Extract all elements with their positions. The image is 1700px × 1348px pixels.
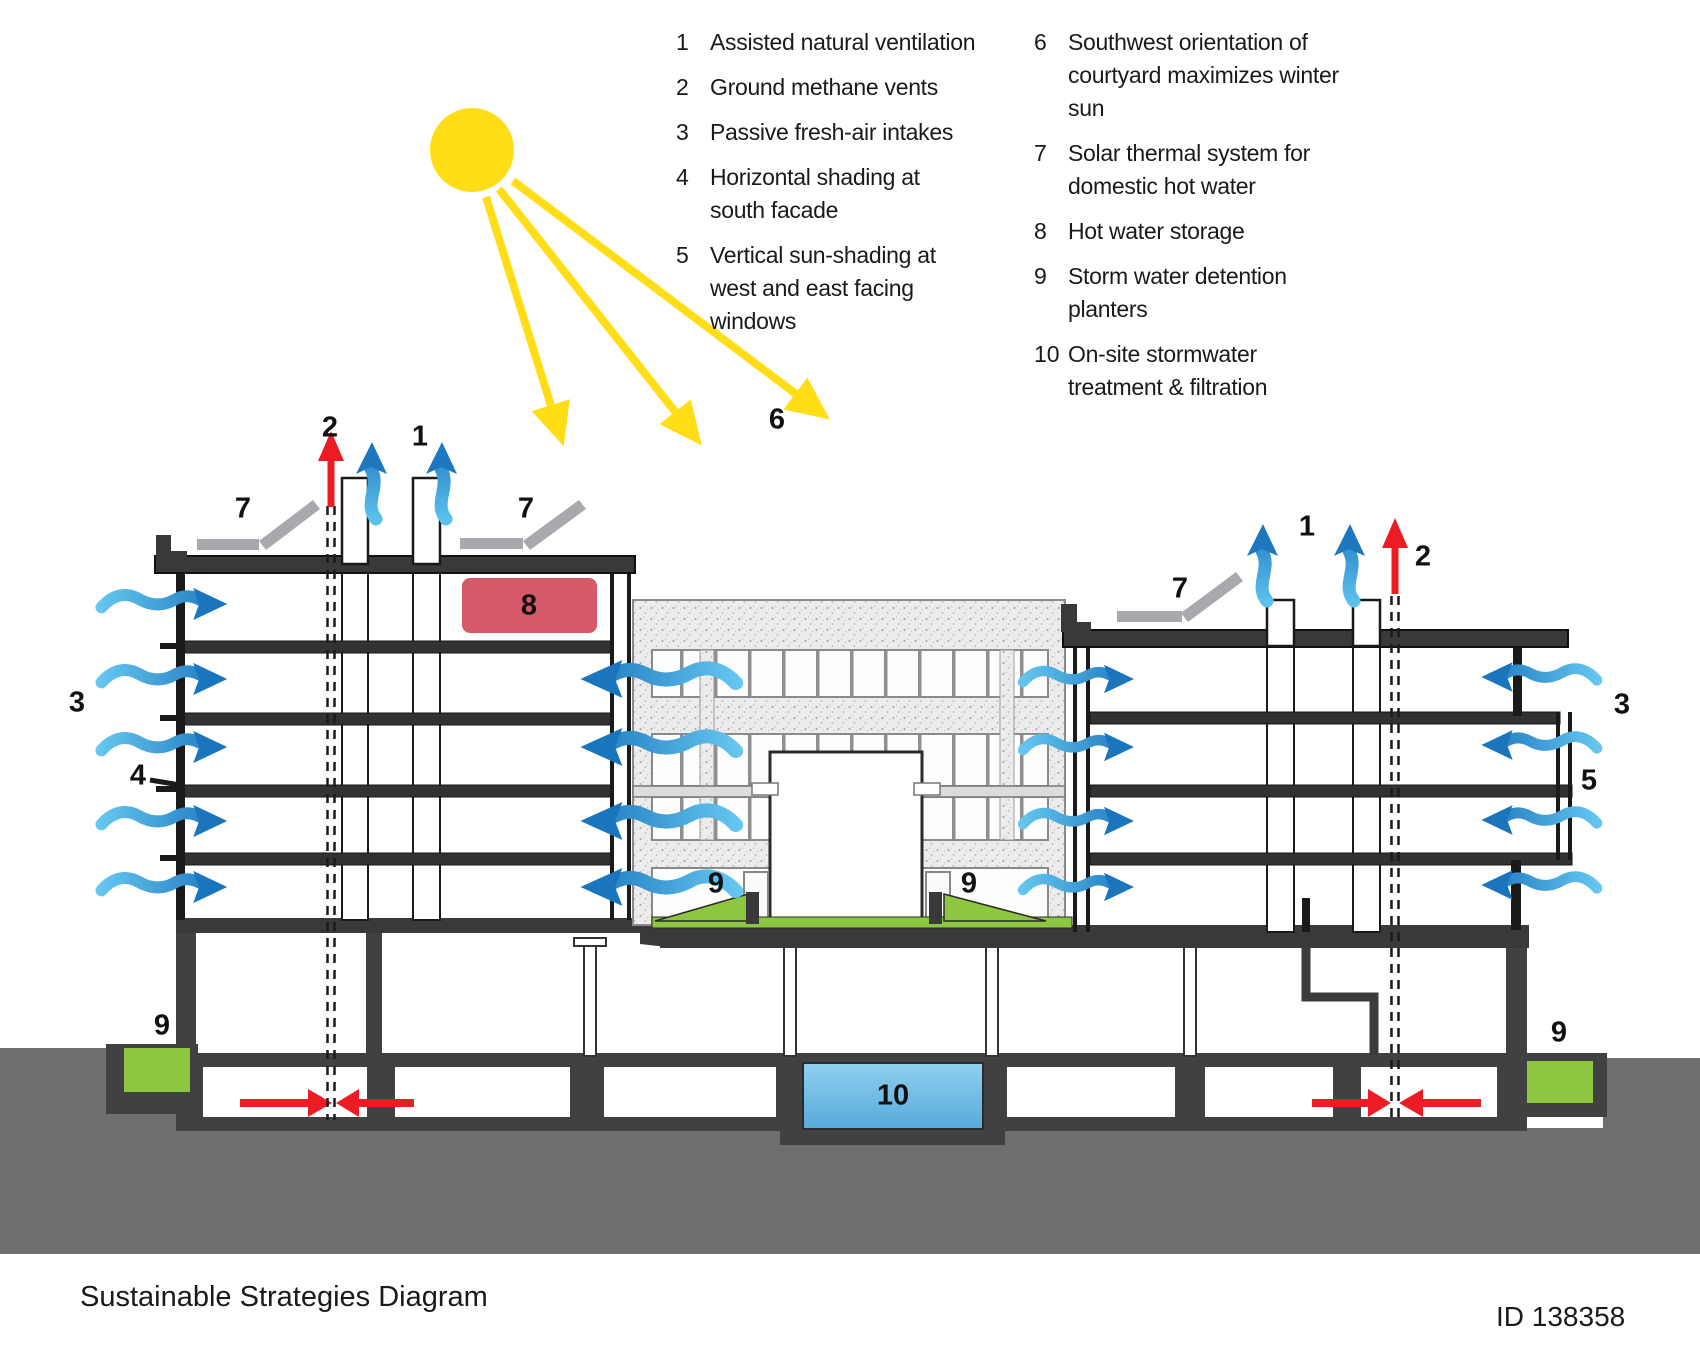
legend-text: Solar thermal system for domestic hot wa…	[1068, 140, 1311, 199]
legend-num: 1	[676, 29, 689, 55]
callout-planter-street-left: 9	[153, 1009, 171, 1042]
air-arrow	[1481, 805, 1596, 835]
legend-text: On-site stormwater treatment & filtratio…	[1068, 341, 1268, 400]
legend-num: 3	[676, 119, 689, 145]
legend-item: 10 On-site stormwater treatment & filtrat…	[1034, 338, 1394, 404]
exhaust-arrow	[1247, 524, 1278, 601]
left-building	[154, 476, 636, 921]
stormwater-tank	[802, 1062, 984, 1130]
vent-stack	[1265, 598, 1296, 648]
methane-riser-dashed-lines	[326, 506, 1400, 1120]
callout-fresh-air-left: 3	[68, 686, 86, 719]
stormwater-planters	[106, 892, 1607, 1117]
courtyard-opening	[768, 750, 924, 925]
sun-rays	[482, 177, 830, 447]
methane-flow-arrows	[240, 1089, 1481, 1117]
callout-hot-water-storage: 8	[520, 589, 538, 622]
roof-slab	[154, 555, 636, 574]
legend-item: 2 Ground methane vents	[676, 71, 1038, 104]
basement-columns	[573, 937, 1207, 1057]
legend-item: 5 Vertical sun-shading at west and east f…	[676, 239, 1038, 338]
legend-num: 9	[1034, 263, 1047, 289]
legend-num: 10	[1034, 341, 1060, 367]
legend-column-2: 6 Southwest orientation of courtyard maxi…	[1034, 26, 1394, 416]
hot-water-storage-box	[462, 578, 597, 633]
callout-planter-street-right: 9	[1550, 1016, 1568, 1049]
callout-vertical-shading: 5	[1580, 764, 1598, 797]
callout-planter-court-left: 9	[707, 867, 725, 900]
vent-stack	[1351, 598, 1382, 648]
callout-ventilation-right: 1	[1298, 510, 1316, 543]
legend-text: Horizontal shading at south facade	[710, 164, 920, 223]
legend-num: 8	[1034, 218, 1047, 244]
legend-item: 7 Solar thermal system for domestic hot w…	[1034, 137, 1394, 203]
legend-column-1: 1 Assisted natural ventilation 2 Ground me…	[676, 26, 1038, 350]
floor-slabs	[1089, 711, 1573, 866]
legend-item: 8 Hot water storage	[1034, 215, 1394, 248]
legend-num: 4	[676, 164, 689, 190]
legend-num: 5	[676, 242, 689, 268]
vent-shaft	[412, 559, 441, 921]
label-4-tick	[149, 777, 181, 788]
callout-orientation: 6	[768, 403, 786, 436]
street-planter	[124, 1048, 190, 1092]
callout-planter-court-right: 9	[960, 867, 978, 900]
vent-stack	[340, 476, 370, 566]
basement-step-wall	[1301, 932, 1379, 1055]
id-tag: ID 138358	[1496, 1301, 1626, 1332]
callout-solar-left-a: 7	[234, 492, 252, 525]
callout-methane-right: 2	[1414, 540, 1432, 573]
air-arrow	[101, 731, 227, 763]
legend-text: Assisted natural ventilation	[710, 29, 976, 55]
air-arrow	[1481, 730, 1596, 760]
right-building	[1061, 598, 1573, 933]
vent-stack	[411, 476, 442, 566]
legend-item: 6 Southwest orientation of courtyard maxi…	[1034, 26, 1394, 125]
legend-num: 2	[676, 74, 689, 100]
callout-solar-right: 7	[1171, 572, 1189, 605]
legend-item: 1 Assisted natural ventilation	[676, 26, 1038, 59]
callout-methane-left: 2	[321, 411, 339, 444]
air-arrow	[101, 588, 227, 620]
shading-fins	[156, 643, 184, 861]
solar-thermal-panels	[197, 500, 1243, 622]
legend-text: Ground methane vents	[710, 74, 938, 100]
sun-icon	[430, 108, 830, 447]
callout-ventilation-left: 1	[411, 420, 429, 453]
floor-slabs	[183, 640, 613, 866]
roof-slab	[1062, 629, 1569, 648]
callout-fresh-air-right: 3	[1613, 688, 1631, 721]
legend-text: Hot water storage	[1068, 218, 1245, 244]
callout-solar-left-b: 7	[517, 492, 535, 525]
air-arrow	[1481, 662, 1596, 692]
ground	[0, 1048, 1700, 1254]
legend-item: 9 Storm water detention planters	[1034, 260, 1394, 326]
lower-basement	[176, 1053, 1527, 1145]
callout-treatment: 10	[876, 1079, 910, 1112]
top-floor-east-wall	[1513, 646, 1522, 716]
legend-item: 3 Passive fresh-air intakes	[676, 116, 1038, 149]
legend-text: Storm water detention planters	[1068, 263, 1287, 322]
street-planter	[1527, 1061, 1593, 1103]
legend-num: 6	[1034, 29, 1047, 55]
vent-shaft	[341, 559, 369, 921]
air-arrow	[101, 805, 227, 837]
diagram-title: Sustainable Strategies Diagram	[80, 1281, 488, 1313]
air-arrow	[1481, 870, 1596, 900]
legend-num: 7	[1034, 140, 1047, 166]
legend-text: Southwest orientation of courtyard maxim…	[1068, 29, 1339, 121]
ground-east-wall	[1511, 860, 1521, 930]
callout-horizontal-shading: 4	[129, 759, 147, 792]
exhaust-arrow	[1334, 524, 1365, 601]
methane-arrow	[1382, 518, 1408, 594]
air-arrow	[101, 871, 227, 903]
air-arrow	[101, 663, 227, 695]
legend-text: Passive fresh-air intakes	[710, 119, 954, 145]
legend-text: Vertical sun-shading at west and east fa…	[710, 242, 936, 334]
legend-item: 4 Horizontal shading at south facade	[676, 161, 1038, 227]
